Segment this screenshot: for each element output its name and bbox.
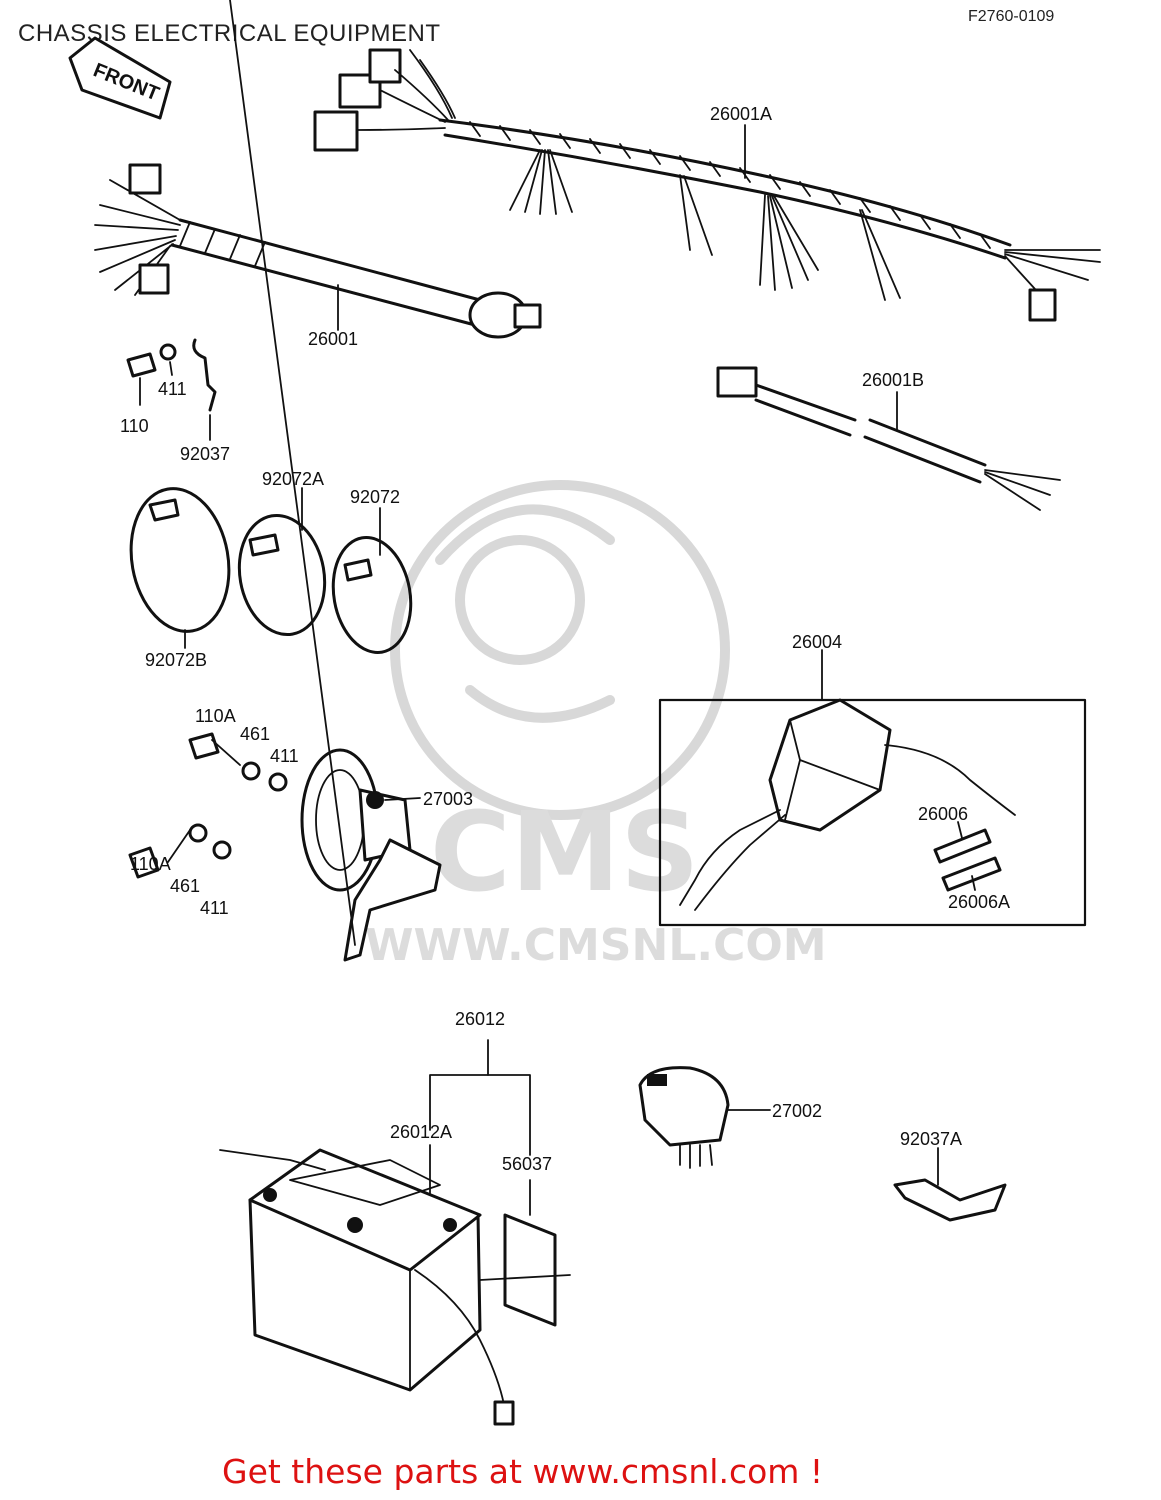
callout-27002: 27002 bbox=[772, 1101, 822, 1121]
callout-26012A: 26012A bbox=[390, 1122, 452, 1142]
horn-assembly: 110A 461 411 27003 110A 461 411 bbox=[128, 0, 473, 962]
sub-harness-26001B: 26001B bbox=[716, 366, 1061, 511]
callout-110A-lower: 110A bbox=[130, 854, 171, 874]
callout-411-top: 411 bbox=[158, 379, 187, 399]
callout-26001A: 26001A bbox=[710, 104, 772, 124]
battery-group: 26012 26012A 56037 bbox=[219, 1009, 571, 1426]
callout-26006A: 26006A bbox=[948, 892, 1010, 912]
watermark-brand: CMS bbox=[430, 788, 699, 916]
main-wiring-harness: 26001A bbox=[313, 48, 1101, 322]
callout-26004: 26004 bbox=[792, 632, 842, 652]
front-arrow: FRONT bbox=[68, 36, 172, 120]
callout-26001: 26001 bbox=[308, 329, 358, 349]
callout-56037: 56037 bbox=[502, 1154, 552, 1174]
callout-461-upper: 461 bbox=[240, 724, 270, 744]
relay-27002: 27002 bbox=[638, 1066, 822, 1169]
callout-27003: 27003 bbox=[423, 789, 473, 809]
cable-bands: 92072A 92072 92072B bbox=[129, 469, 413, 670]
callout-26006: 26006 bbox=[918, 804, 968, 824]
callout-92072B: 92072B bbox=[145, 650, 207, 670]
callout-110A-upper: 110A bbox=[195, 706, 236, 726]
cta-link[interactable]: Get these parts at www.cmsnl.com ! bbox=[222, 1452, 824, 1491]
bracket-fasteners-top: 411 110 92037 bbox=[120, 338, 230, 464]
callout-110-top: 110 bbox=[120, 416, 149, 436]
junction-box-group: 26004 26006 26006A bbox=[658, 632, 1087, 927]
callout-92037A: 92037A bbox=[900, 1129, 962, 1149]
callout-461-lower: 461 bbox=[170, 876, 200, 896]
watermark-url: WWW.CMSNL.COM bbox=[365, 920, 827, 971]
callout-411-lower: 411 bbox=[200, 898, 229, 918]
clamp-92037A: 92037A bbox=[893, 1129, 1007, 1222]
secondary-wiring-harness: 26001 bbox=[94, 163, 542, 349]
callout-26012: 26012 bbox=[455, 1009, 505, 1029]
cms-watermark: CMS WWW.CMSNL.COM bbox=[365, 480, 827, 971]
callout-411-upper: 411 bbox=[270, 746, 299, 766]
callout-92037: 92037 bbox=[180, 444, 230, 464]
callout-92072: 92072 bbox=[350, 487, 400, 507]
callout-26001B: 26001B bbox=[862, 370, 924, 390]
figure-code: F2760-0109 bbox=[968, 8, 1055, 25]
